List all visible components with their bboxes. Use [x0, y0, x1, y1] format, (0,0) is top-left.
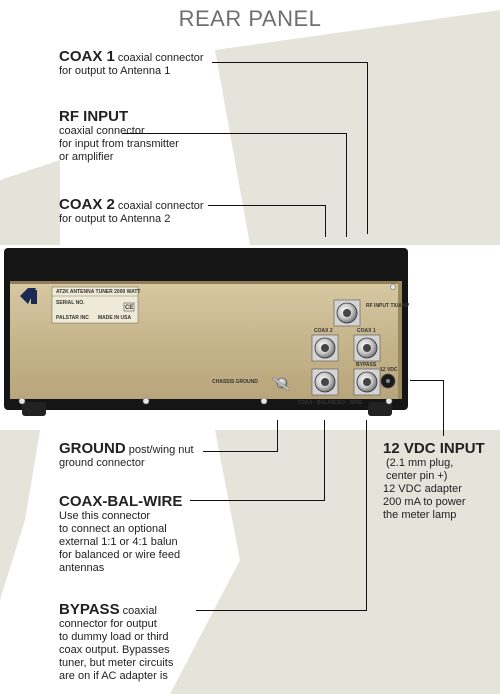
callout-rf-input-line: coaxial connector	[59, 125, 145, 137]
callout-coax2-line: for output to Antenna 2	[59, 213, 171, 225]
coax1-connector	[353, 334, 381, 362]
panel-brand-label: PALSTAR INC	[56, 315, 89, 321]
panel-vdc-label: 12 VDC	[380, 367, 398, 373]
callout-vdc-line: the meter lamp	[383, 509, 457, 521]
leader-coax-bal-wire-v	[324, 420, 325, 501]
callout-vdc-line: (2.1 mm plug,	[386, 457, 454, 469]
callout-bypass-line: connector for output	[59, 618, 157, 630]
nameplate	[51, 286, 139, 324]
bypass-connector	[353, 368, 381, 396]
panel-chassis-ground-label: CHASSIS GROUND	[212, 379, 258, 385]
tuner-rear-panel	[4, 248, 408, 416]
leader-ground-v	[277, 420, 278, 452]
callout-rf-input-heading: RF INPUT	[59, 108, 129, 125]
ground-wingnut-icon	[271, 376, 291, 392]
leader-vdc-h	[410, 380, 444, 381]
foot-right	[368, 402, 392, 416]
callout-vdc-line: 200 mA to power	[383, 496, 466, 508]
callout-bypass-line: coax output. Bypasses	[59, 644, 170, 656]
callout-rf-input: RF INPUT coaxial connector for input fro…	[59, 108, 179, 164]
panel-model-label: AT2K ANTENNA TUNER 2000 WATT	[56, 289, 141, 295]
callout-coax1-heading: COAX 1	[59, 48, 115, 65]
coax2-connector	[311, 334, 339, 362]
callout-ground-inline: post/wing nut	[128, 444, 194, 456]
leader-rf-input-h	[122, 133, 347, 134]
callout-rf-input-line: or amplifier	[59, 151, 114, 163]
callout-coax-bal-wire-line: for balanced or wire feed	[59, 549, 181, 561]
callout-bypass-heading: BYPASS	[59, 601, 120, 618]
callout-coax1: COAX 1 coaxial connector for output to A…	[59, 48, 204, 78]
panel-bottom-label: COAX - BALANCED - WIRE	[298, 400, 363, 406]
callout-coax-bal-wire-line: Use this connector	[59, 510, 151, 522]
panel-rf-input-label: RF INPUT TX/AMP	[366, 303, 410, 309]
callout-vdc: 12 VDC INPUT (2.1 mm plug, center pin +)…	[383, 440, 485, 522]
bg-shape-right-top	[215, 10, 500, 245]
callout-coax-bal-wire: COAX-BAL-WIRE Use this connector to conn…	[59, 493, 182, 575]
leader-coax1-v	[367, 62, 368, 234]
callout-vdc-heading: 12 VDC INPUT	[383, 440, 485, 457]
callout-bypass-line: are on if AC adapter is	[59, 670, 168, 682]
callout-coax2: COAX 2 coaxial connector for output to A…	[59, 196, 204, 226]
callout-bypass: BYPASS coaxial connector for output to d…	[59, 601, 173, 683]
panel-bypass-label: BYPASS	[356, 362, 377, 368]
callout-coax1-line: for output to Antenna 1	[59, 65, 171, 77]
coax-bal-wire-connector	[311, 368, 339, 396]
leader-coax2-v	[325, 205, 326, 237]
callout-ground: GROUND post/wing nut ground connector	[59, 440, 194, 470]
callout-coax-bal-wire-line: external 1:1 or 4:1 balun	[59, 536, 178, 548]
leader-coax1-h	[212, 62, 368, 63]
callout-vdc-line: center pin +)	[386, 470, 448, 482]
callout-vdc-line: 12 VDC adapter	[383, 483, 462, 495]
dc-jack	[380, 373, 396, 389]
bg-shape-left-bottom	[0, 430, 40, 600]
leader-ground-h	[203, 451, 278, 452]
panel-coax2-label: COAX 2	[314, 328, 333, 334]
callout-coax1-inline: coaxial connector	[117, 52, 204, 64]
callout-coax2-inline: coaxial connector	[117, 200, 204, 212]
bg-shape-left-top	[0, 160, 60, 245]
rf-input-connector	[333, 299, 361, 327]
callout-coax-bal-wire-heading: COAX-BAL-WIRE	[59, 493, 183, 510]
leader-vdc-v	[443, 380, 444, 436]
bg-shape-right-bottom	[170, 430, 500, 694]
panel-ce-label: CE	[125, 305, 134, 311]
callout-coax-bal-wire-line: antennas	[59, 562, 105, 574]
panel-made-label: MADE IN USA	[98, 315, 132, 321]
callout-bypass-line: to dummy load or third	[59, 631, 169, 643]
foot-left	[22, 402, 46, 416]
leader-coax2-h	[208, 205, 326, 206]
callout-ground-heading: GROUND	[59, 440, 126, 457]
page-title: REAR PANEL	[178, 6, 322, 31]
callout-coax2-heading: COAX 2	[59, 196, 115, 213]
leader-coax-bal-wire-h	[190, 500, 325, 501]
callout-rf-input-line: for input from transmitter	[59, 138, 179, 150]
leader-bypass-h	[196, 610, 367, 611]
palstar-logo-icon	[20, 288, 37, 304]
leader-bypass-v	[366, 420, 367, 611]
callout-ground-line: ground connector	[59, 457, 145, 469]
callout-bypass-line: tuner, but meter circuits	[59, 657, 174, 669]
panel-coax1-label: COAX 1	[357, 328, 376, 334]
panel-serial-label: SERIAL NO.	[56, 300, 85, 306]
leader-rf-input-v	[346, 133, 347, 237]
callout-coax-bal-wire-line: to connect an optional	[59, 523, 167, 535]
callout-bypass-inline: coaxial	[122, 605, 157, 617]
